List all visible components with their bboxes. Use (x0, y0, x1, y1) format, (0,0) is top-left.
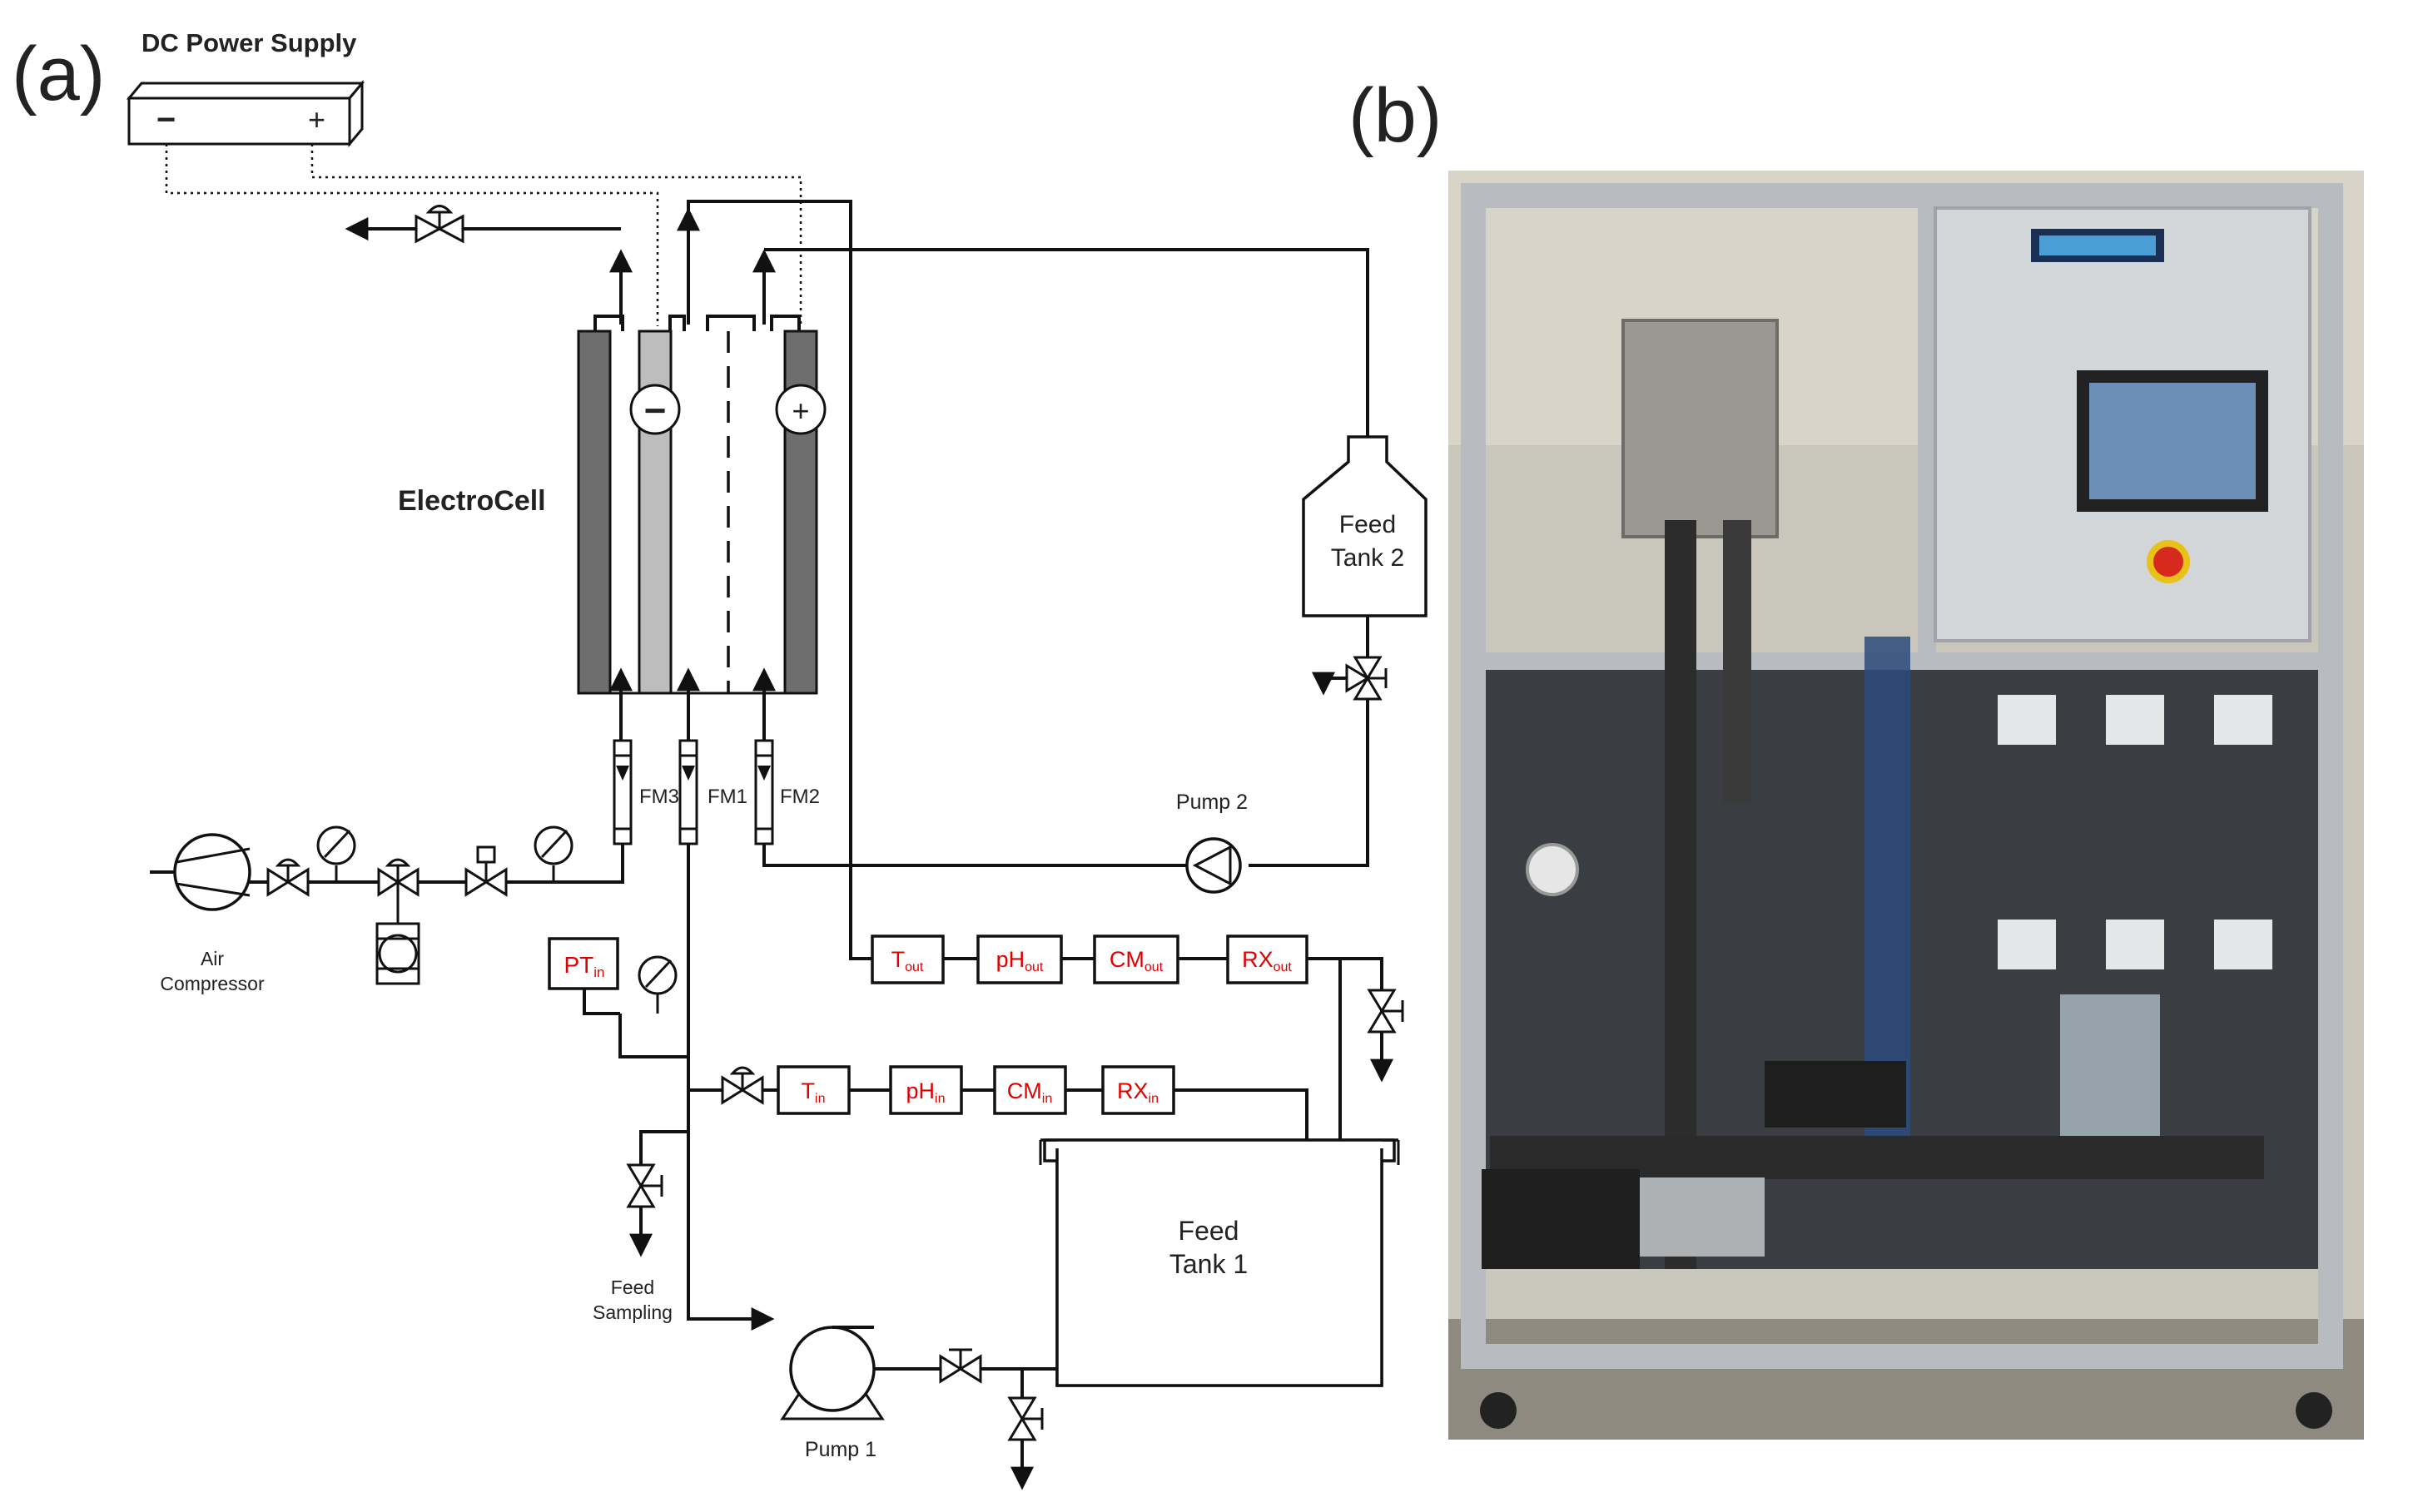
pressure-transmitter: PTin (564, 952, 604, 980)
flowmeter-fm1: FM1 (678, 739, 747, 845)
anode-sign: + (792, 394, 809, 428)
panel-label-a: (a) (12, 32, 105, 116)
feed-tank-2-line1: Feed (1339, 511, 1396, 538)
flowmeter-fm3: FM3 (613, 739, 679, 845)
inlet-sensor-t: Tin (802, 1078, 826, 1106)
dc-power-supply: DC Power Supply − + (126, 28, 365, 148)
feed-tank-1-line2: Tank 1 (1169, 1249, 1248, 1279)
air-compressor-line1: Air (201, 948, 224, 969)
flowmeter-fm3-label: FM3 (639, 786, 679, 808)
pump-2: Pump 2 (762, 791, 1248, 894)
panel-label-b: (b) (1348, 73, 1442, 158)
air-line: Air Compressor (150, 825, 624, 994)
feed-riser: PTin Feed Sampling (548, 844, 775, 1331)
flowmeter-fm2-label: FM2 (780, 786, 820, 808)
feed-tank-1: Feed Tank 1 (1039, 1138, 1400, 1387)
inlet-sensor-rx: RXin (1117, 1078, 1159, 1106)
equipment-photo-drawing (1448, 171, 2364, 1440)
inlet-sensor-cm: CMin (1007, 1078, 1052, 1106)
outlet-sensor-ph: pHout (996, 947, 1044, 974)
feed-sampling-line2: Sampling (593, 1301, 673, 1323)
outlet-sensor-rx: RXout (1242, 947, 1292, 974)
electrocell-label: ElectroCell (398, 485, 546, 517)
flowmeters: FM3 FM1 FM2 (609, 667, 820, 845)
pump-1-label: Pump 1 (805, 1438, 876, 1461)
flowmeter-fm1-label: FM1 (708, 786, 747, 808)
outlet-sensor-t: Tout (891, 947, 924, 974)
cathode-sign: − (644, 389, 667, 432)
feed-tank-2-line2: Tank 2 (1331, 544, 1404, 572)
pump-1: Pump 1 (780, 1326, 1057, 1490)
air-compressor-line2: Compressor (160, 973, 265, 994)
outlet-sensor-cm: CMout (1110, 947, 1164, 974)
top-outlet-valve (415, 205, 464, 244)
power-wiring (165, 144, 802, 326)
flowmeter-fm2: FM2 (754, 739, 820, 845)
feed-tank-1-line1: Feed (1179, 1216, 1239, 1246)
power-supply-title: DC Power Supply (142, 28, 357, 57)
outlet-sensor-line: Tout pHout CMout RXout (871, 934, 1404, 1140)
equipment-photo (1448, 171, 2364, 1440)
outlet-piping (345, 200, 1369, 960)
inlet-sensor-line: Tin pHin CMin RXin (688, 1065, 1308, 1140)
electrocell: ElectroCell − + (398, 315, 827, 695)
inlet-sensor-ph: pHin (906, 1078, 946, 1106)
feed-sampling-line1: Feed (611, 1277, 654, 1298)
feed-tank-2: Feed Tank 2 (1249, 435, 1428, 867)
pump-2-label: Pump 2 (1176, 791, 1248, 814)
power-supply-minus: − (156, 102, 176, 138)
power-supply-plus: + (308, 102, 325, 136)
